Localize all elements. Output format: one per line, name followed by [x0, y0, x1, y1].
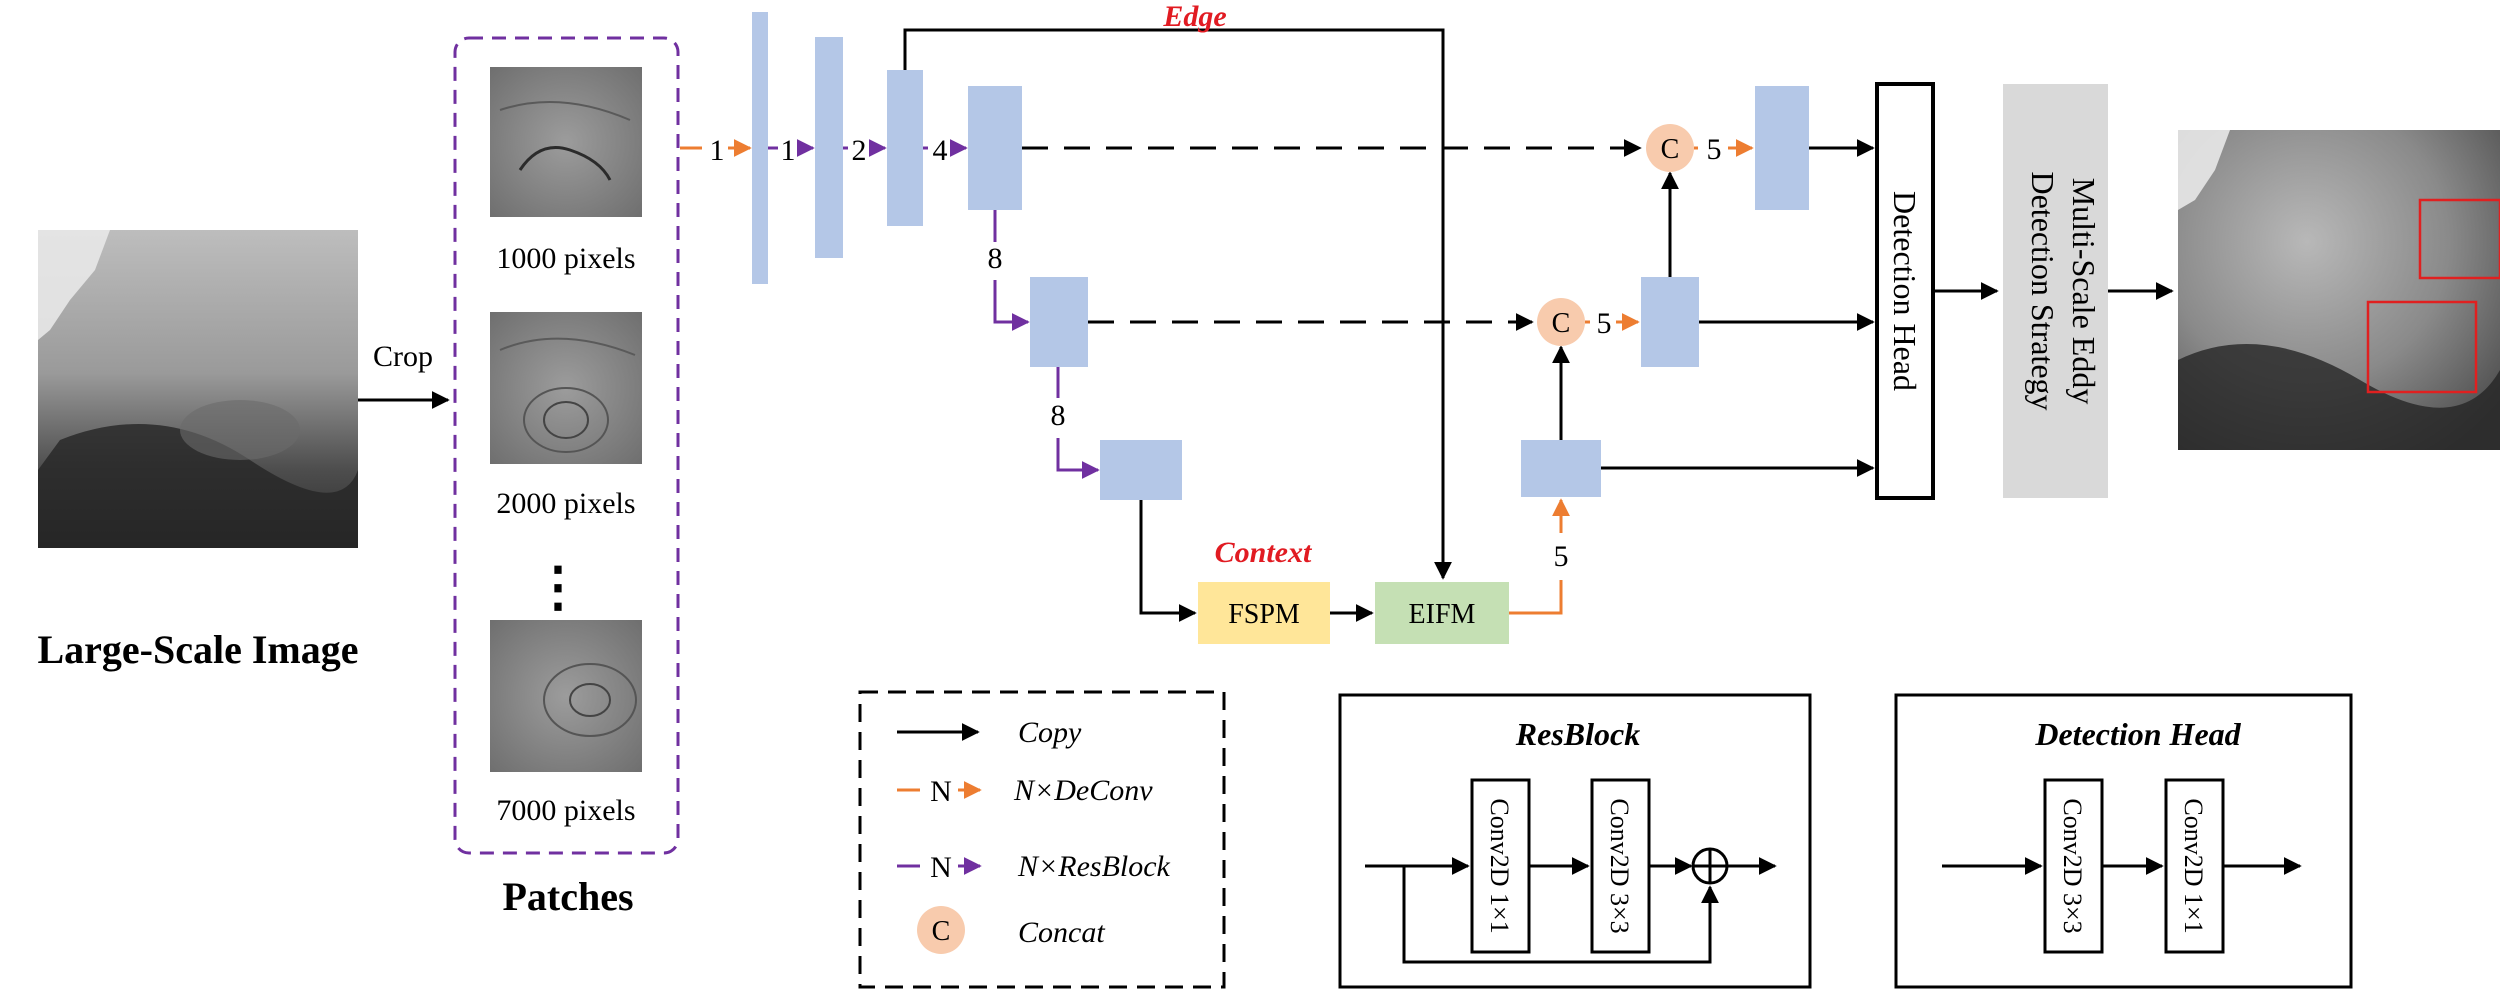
resblock-arrow-5b: [1056, 438, 1100, 479]
patch-image-1000: [490, 67, 642, 217]
detection-head-conv-2: [2164, 778, 2225, 954]
eifm-module: [1375, 582, 1509, 644]
feature-map-5: [1030, 277, 1088, 367]
residual-skip-path: [1402, 866, 1719, 964]
eifm-label: EIFM: [1409, 599, 1476, 630]
legend-frame: [858, 690, 1226, 989]
legend-resblock-marker: N: [930, 851, 952, 884]
legend-copy-label: Copy: [1018, 716, 1082, 749]
resblock-conv-1: [1470, 778, 1531, 954]
legend-concat-node: [917, 906, 965, 954]
fspm-module: [1198, 582, 1330, 644]
concat-symbol-1: C: [1552, 308, 1571, 339]
patches-title: Patches: [502, 874, 633, 919]
step-count-6: 8: [1051, 399, 1066, 432]
patch-size-2000: 2000 pixels: [496, 487, 635, 520]
strategy-block: [2003, 84, 2108, 498]
detection-head-detail-title: Detection Head: [2034, 716, 2241, 752]
resblock-conv-2: [1590, 778, 1651, 954]
decoder-map-3: [1755, 86, 1809, 210]
step-count-5: 8: [988, 242, 1003, 275]
step-count-7: 5: [1554, 540, 1569, 573]
eddy-detection-box-2: [2366, 300, 2478, 394]
patch-image-2000: [490, 312, 642, 464]
resblock-arrow-4b: [993, 280, 1030, 331]
feature-map-4: [968, 86, 1022, 210]
strategy-label-line1: Multi-Scale Eddy: [2066, 178, 2102, 405]
feature-map-1: [752, 12, 768, 284]
step-count-1: 1: [710, 134, 725, 167]
legend-concat-marker: C: [932, 916, 951, 947]
patch-size-1000: 1000 pixels: [496, 242, 635, 275]
step-count-2: 1: [781, 134, 796, 167]
strategy-label-line2: Detection Strategy: [2025, 171, 2061, 410]
patch-size-7000: 7000 pixels: [496, 794, 635, 827]
decoder-map-1: [1521, 440, 1601, 497]
detection-head-conv-2-label: Conv2D 1×1: [2179, 798, 2208, 933]
detection-head-frame: [1894, 693, 2353, 989]
edge-label: Edge: [1162, 0, 1226, 33]
context-label: Context: [1215, 536, 1313, 569]
step-count-9: 5: [1707, 133, 1722, 166]
legend-deconv-marker: N: [930, 775, 952, 808]
resblock-frame: [1338, 693, 1812, 989]
concat-node-1: [1537, 298, 1585, 346]
bottleneck-path: [1139, 500, 1197, 622]
detection-head-conv-1: [2043, 778, 2104, 954]
residual-sum-node: [1691, 847, 1729, 885]
eddy-detection-box-1: [2418, 198, 2500, 280]
detection-head-conv-1-label: Conv2D 3×3: [2058, 798, 2087, 933]
detection-head-label: Detection Head: [1887, 191, 1923, 391]
input-title: Large-Scale Image: [37, 627, 358, 672]
step-count-4: 4: [933, 134, 948, 167]
decoder-map-2: [1641, 277, 1699, 367]
fspm-label: FSPM: [1228, 599, 1300, 630]
patch-image-7000: [490, 620, 642, 772]
output-detection-image: [2178, 130, 2500, 450]
concat-node-2: [1646, 124, 1694, 172]
crop-label: Crop: [373, 340, 433, 373]
legend-concat-label: Concat: [1018, 916, 1105, 949]
patch-ellipsis: ⋮: [531, 557, 585, 617]
legend-resblock-label: N×ResBlock: [1017, 850, 1171, 883]
step-count-3: 2: [852, 134, 867, 167]
step-count-8: 5: [1597, 307, 1612, 340]
concat-symbol-2: C: [1661, 134, 1680, 165]
resblock-conv-1-label: Conv2D 1×1: [1485, 798, 1514, 933]
feature-map-6: [1100, 440, 1182, 500]
resblock-conv-2-label: Conv2D 3×3: [1605, 798, 1634, 933]
large-scale-image: [38, 230, 358, 548]
patches-frame: [453, 36, 680, 855]
feature-map-2: [815, 37, 843, 258]
legend-deconv-label: N×DeConv: [1013, 774, 1153, 807]
resblock-title: ResBlock: [1515, 716, 1640, 752]
deconv-arrow-eifm: [1509, 580, 1563, 615]
edge-path: [903, 28, 1452, 580]
feature-map-3: [887, 70, 923, 226]
